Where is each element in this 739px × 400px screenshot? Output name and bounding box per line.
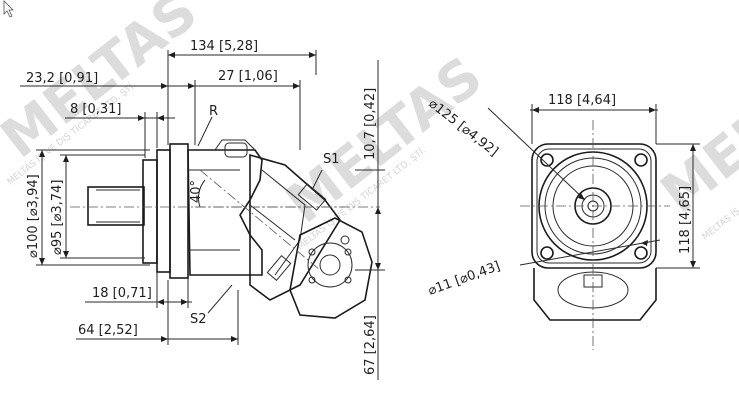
dim-overall: 134 [5,28] <box>190 39 258 54</box>
bolt-hole <box>540 153 554 167</box>
bolt-hole <box>634 153 648 167</box>
dim-flange-thickness: 8 [0,31] <box>70 102 122 117</box>
end-cover <box>289 217 373 319</box>
label-port-s2: S2 <box>190 312 207 327</box>
dim-shaft-dia: ⌀95 [⌀3,74] <box>50 180 65 255</box>
front-view: 118 [4,64] 118 [4,65] ⌀125 [⌀4,92] ⌀11 [… <box>426 93 700 350</box>
pump-body <box>187 149 263 276</box>
dim-pilot-dia: ⌀100 [⌀3,94] <box>26 174 41 258</box>
label-radius: R <box>209 104 218 119</box>
dim-shaft-shoulder: 18 [0,71] <box>92 286 152 301</box>
dim-flange-offset: 23,2 [0,91] <box>26 71 98 86</box>
label-angle: 40° <box>189 180 204 203</box>
bolt-hole <box>634 246 648 260</box>
lower-housing <box>533 268 657 321</box>
pilot <box>142 159 158 264</box>
tilted-housing <box>249 153 341 301</box>
bolt-hole <box>540 246 554 260</box>
label-port-s1: S1 <box>323 152 340 167</box>
cursor-icon <box>3 0 14 18</box>
shaft <box>87 186 145 226</box>
dim-hole: ⌀11 [⌀0,43] <box>426 259 502 299</box>
side-view: 134 [5,28] 23,2 [0,91] 27 [1,06] 8 [0,31… <box>20 39 385 380</box>
dim-front-width: 118 [4,64] <box>548 93 616 108</box>
dim-body-to-port: 27 [1,06] <box>218 69 278 84</box>
dim-front-height: 118 [4,65] <box>678 186 693 254</box>
flange-plate <box>169 143 189 279</box>
dim-shaft-length: 64 [2,52] <box>78 323 138 338</box>
watermark-brand: MELTAS <box>649 34 739 225</box>
mounting-flange <box>156 149 171 273</box>
dim-bottom-right: 67 [2,64] <box>363 315 378 375</box>
dim-top-right: 10,7 [0,42] <box>363 88 378 160</box>
